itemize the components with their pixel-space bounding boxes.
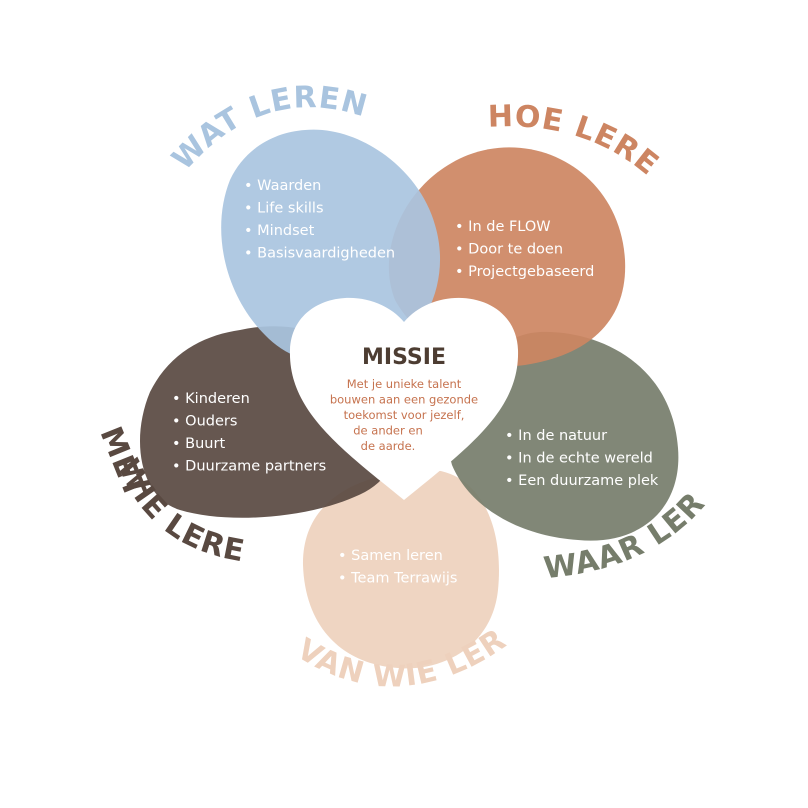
list-item: • Basisvaardigheden	[244, 246, 395, 262]
petal-wat	[221, 129, 441, 365]
list-item: • Ouders	[172, 414, 237, 430]
list-met-wie: • Kinderen • Ouders • Buurt • Duurzame part…	[172, 391, 326, 475]
list-item: • Waarden	[244, 178, 321, 194]
list-item: • Samen leren	[338, 548, 443, 564]
list-item: • Een duurzame plek	[505, 473, 659, 489]
mission-title: MISSIE	[362, 345, 446, 370]
mission-line: de ander en	[353, 424, 423, 438]
mission-statement: Met je unieke talent bouwen aan een gezon…	[330, 377, 478, 453]
list-item: • In de FLOW	[455, 219, 551, 235]
petal-van-wie	[302, 469, 500, 669]
list-item: • Door te doen	[455, 242, 563, 258]
list-van-wie: • Samen leren • Team Terrawijs	[338, 548, 457, 587]
list-wat: • Waarden • Life skills • Mindset • Basisva…	[244, 178, 395, 262]
list-item: • Buurt	[172, 436, 225, 452]
list-hoe: • In de FLOW • Door te doen • Projectgebas…	[455, 219, 594, 280]
mission-line: de aarde.	[361, 439, 416, 453]
mission-line: toekomst voor jezelf,	[344, 408, 465, 422]
list-item: • Kinderen	[172, 391, 250, 407]
mission-line: bouwen aan een gezonde	[330, 393, 478, 407]
list-item: • Life skills	[244, 201, 324, 217]
mission-heart	[289, 297, 519, 500]
list-item: • Team Terrawijs	[338, 571, 457, 587]
list-item: • In de natuur	[505, 428, 607, 444]
list-item: • Duurzame partners	[172, 459, 326, 475]
list-item: • In de echte wereld	[505, 451, 653, 467]
list-item: • Projectgebaseerd	[455, 264, 594, 280]
mission-line: Met je unieke talent	[347, 377, 462, 391]
list-item: • Mindset	[244, 223, 315, 239]
list-waar: • In de natuur • In de echte wereld • Een …	[505, 428, 659, 489]
